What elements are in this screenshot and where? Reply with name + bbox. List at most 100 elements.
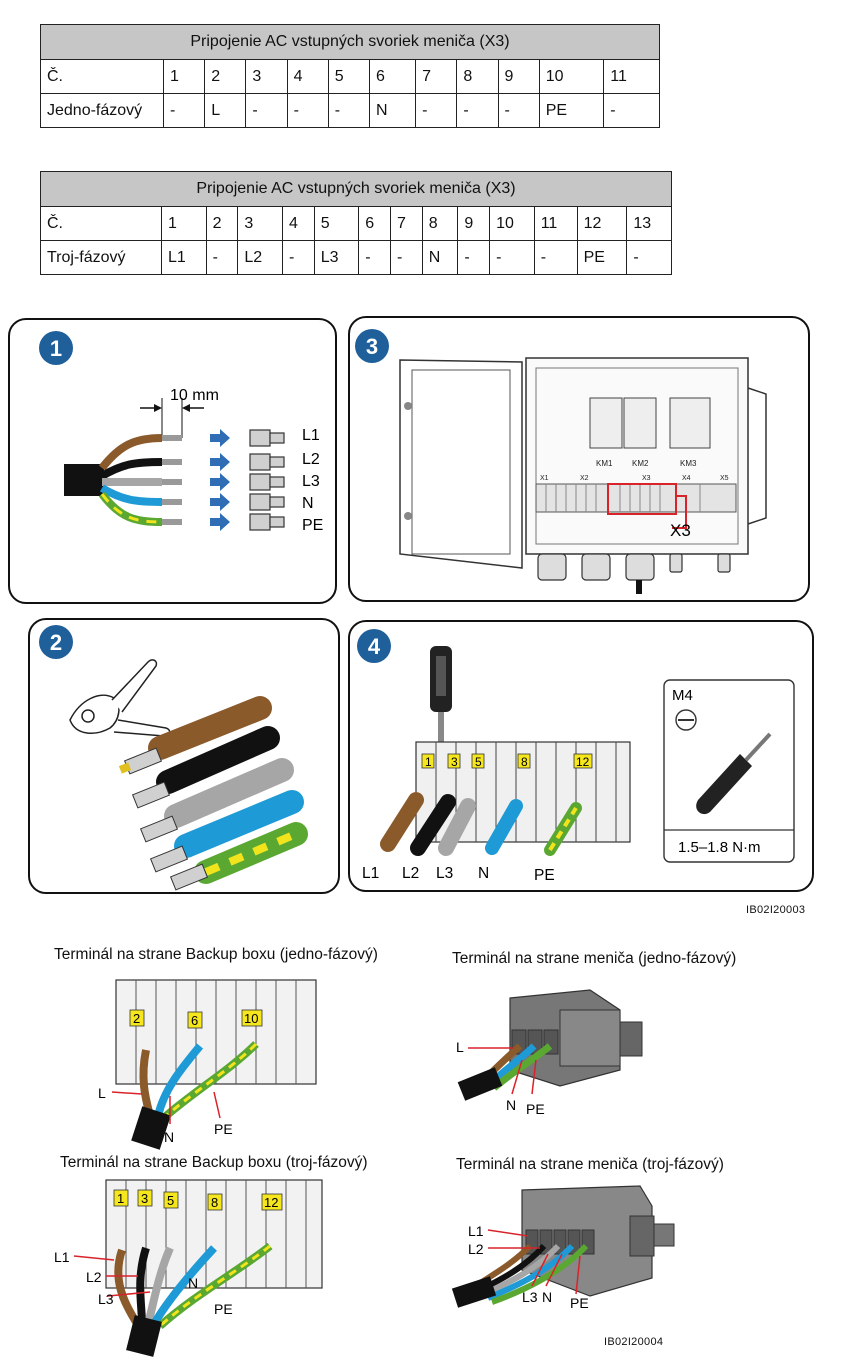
torque-value: 1.5–1.8 N·m (678, 839, 761, 856)
cell: - (281, 240, 315, 275)
x3-callout-label: X3 (670, 521, 691, 540)
slot-label: X4 (682, 475, 691, 482)
backup-three-terminal: 1 3 5 8 12 L1 L2 L3 N PE (54, 1179, 323, 1357)
cable (636, 580, 642, 594)
cell: 11 (603, 59, 660, 94)
cell: 10 (538, 59, 605, 94)
slot-label: X3 (642, 475, 651, 482)
wire-black (99, 458, 163, 480)
cell: 7 (415, 59, 458, 94)
cell: 12 (576, 206, 628, 241)
breaker-label: KM2 (632, 459, 649, 468)
row-label: Č. (40, 206, 162, 241)
tool-size-label: M4 (672, 687, 693, 704)
wire-label: N (164, 1129, 174, 1145)
cell: - (415, 93, 458, 128)
box-door (399, 359, 523, 569)
wire-label: L1 (362, 865, 379, 882)
terminal-number: 6 (191, 1013, 198, 1028)
table-title: Pripojenie AC vstupných svoriek meniča (… (40, 171, 672, 207)
crimped-wires (118, 696, 308, 891)
wire-label: N (188, 1275, 198, 1291)
wire-grey (438, 798, 476, 856)
door-screw (404, 402, 412, 410)
step-badge (355, 329, 389, 363)
terminal-numbers: 1 3 5 8 12 (425, 755, 590, 769)
wire-grey (144, 1246, 174, 1326)
cell: - (626, 240, 672, 275)
wire-blue (174, 790, 304, 858)
table-title: Pripojenie AC vstupných svoriek meniča (… (40, 24, 660, 60)
box-body (525, 357, 749, 555)
wire-pe (490, 1243, 589, 1305)
ferrule (139, 815, 179, 843)
cell: - (456, 93, 499, 128)
caption-inverter-three: Terminál na strane meniča (troj-fázový) (456, 1156, 724, 1173)
breaker-labels: KM1 KM2 KM3 (596, 459, 697, 468)
cable-glands (537, 553, 731, 581)
crimping-tool-icon (69, 659, 171, 737)
wire-labels: L1 L2 L3 N PE (302, 427, 323, 534)
cell: 1 (162, 59, 206, 94)
wire-label: PE (214, 1301, 233, 1317)
wire-label: PE (526, 1101, 545, 1117)
wire-label: L (456, 1039, 464, 1055)
caption-backup-three: Terminál na strane Backup boxu (troj-fáz… (60, 1154, 368, 1171)
ferrule-icons (249, 429, 285, 531)
figure-code: IB02I20003 (746, 904, 806, 916)
cell: 5 (327, 59, 370, 94)
cell: 8 (421, 206, 459, 241)
terminal-number: 1 (117, 1191, 124, 1206)
cell: - (457, 240, 491, 275)
breaker-label: KM1 (596, 459, 613, 468)
cell: 6 (358, 206, 392, 241)
wire-brown (380, 792, 424, 852)
step-badge (39, 331, 73, 365)
cell: - (286, 93, 329, 128)
door-screw (404, 512, 412, 520)
slot-label: X1 (540, 475, 549, 482)
cell: 7 (390, 206, 423, 241)
wire-pe (157, 1242, 273, 1329)
step-number: 2 (50, 630, 62, 655)
wire-brown (98, 434, 163, 471)
wire-brown (148, 696, 272, 760)
cell: 10 (489, 206, 535, 241)
dimension-arrow-head (154, 404, 162, 412)
x3-callout-line (672, 495, 687, 529)
cell: 4 (286, 59, 329, 94)
wire-blue (99, 484, 163, 506)
slot-labels: X1 X2 X3 X4 X5 (540, 475, 729, 482)
cable-jacket (451, 1276, 497, 1308)
x3-callout-box (607, 483, 677, 515)
wire-brown (114, 1248, 140, 1325)
wire-label: L (98, 1085, 106, 1101)
cell: 3 (237, 206, 283, 241)
terminal-number: 8 (211, 1195, 218, 1210)
inverter-single-connector: L N PE (456, 989, 643, 1117)
wire-label: L1 (468, 1223, 484, 1239)
wire-label: N (542, 1289, 552, 1305)
terminal-number-tags (421, 753, 593, 769)
terminal-number: 1 (425, 755, 432, 769)
cell: PE (576, 240, 628, 275)
table-row-numbers: Č. 1 2 3 4 5 6 7 8 9 10 11 (40, 59, 660, 94)
cell: N (421, 240, 459, 275)
cell: 9 (457, 206, 491, 241)
breakers (589, 397, 711, 449)
row-label: Troj-fázový (40, 240, 162, 275)
wire-black (410, 794, 456, 856)
wire-label: L1 (302, 427, 320, 444)
ferrule (169, 863, 209, 891)
cell: 4 (281, 206, 315, 241)
cell: L (204, 93, 247, 128)
terminal-number: 3 (141, 1191, 148, 1206)
cable-jacket (126, 1315, 162, 1357)
wire-label: L1 (54, 1249, 70, 1265)
cell: - (603, 93, 660, 128)
step-number: 1 (50, 336, 62, 361)
wire-label: PE (302, 517, 323, 534)
figure-code: IB02I20004 (604, 1336, 664, 1348)
wire-pe (544, 802, 582, 856)
caption-inverter-single: Terminál na strane meniča (jedno-fázový) (452, 950, 737, 967)
